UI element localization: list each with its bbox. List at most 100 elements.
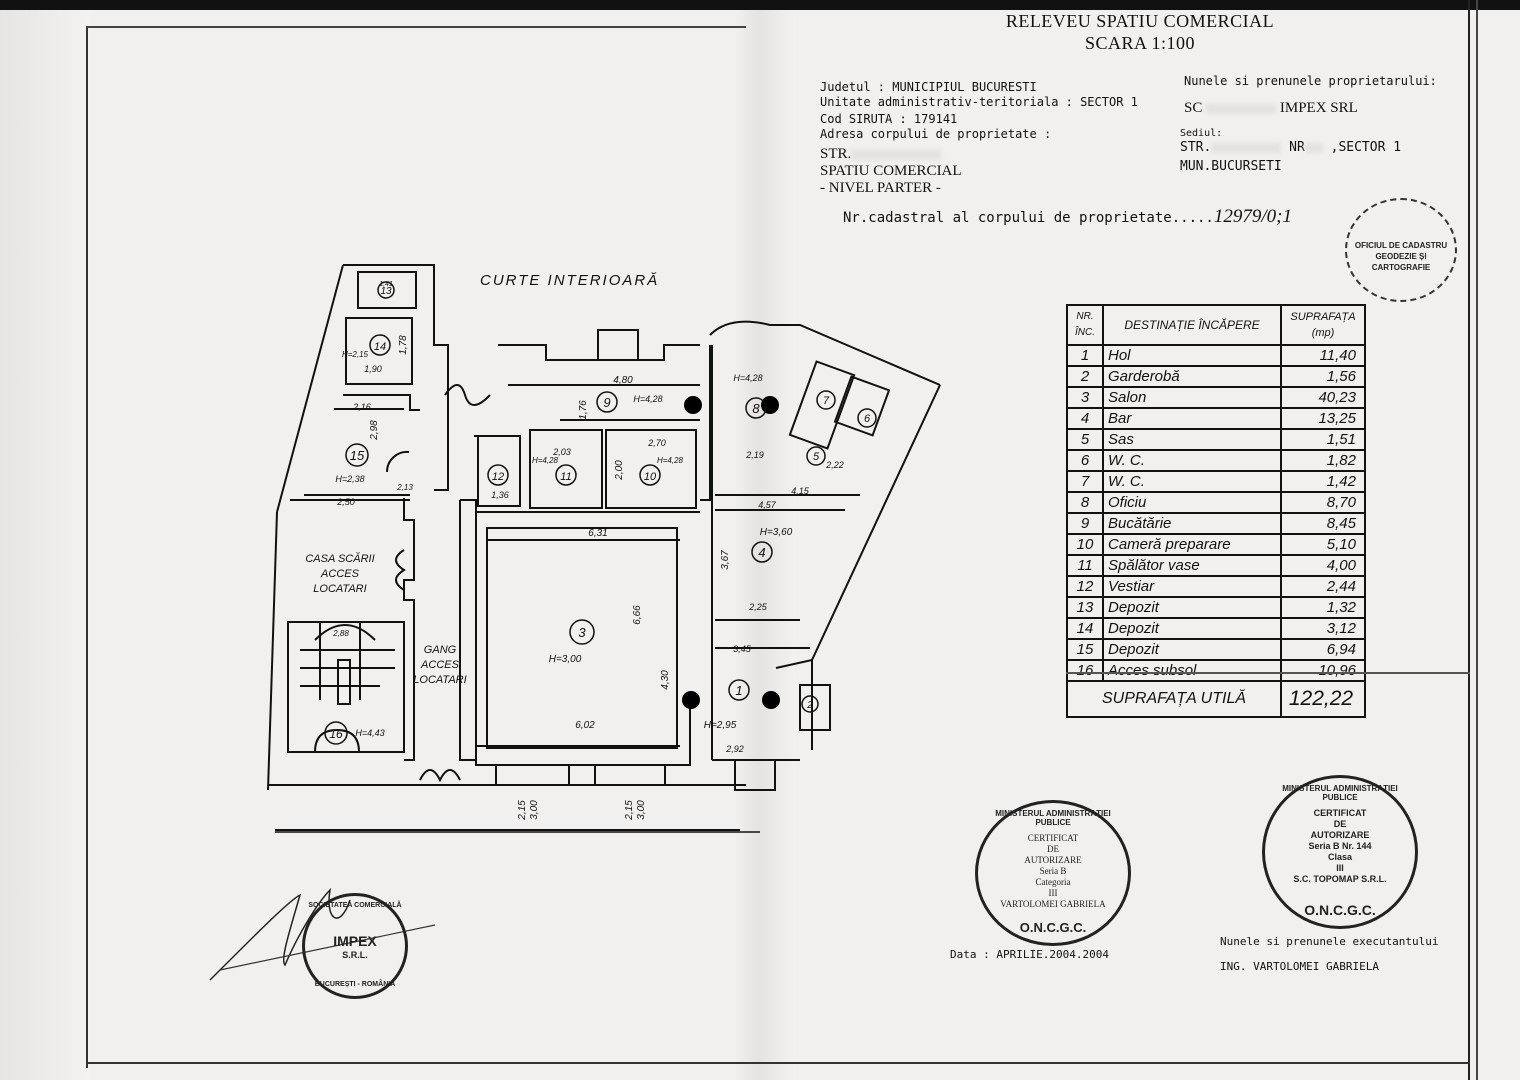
courtyard-label: CURTE INTERIOARĂ <box>480 272 660 289</box>
svg-text:10: 10 <box>644 471 657 483</box>
svg-text:6,02: 6,02 <box>575 720 595 731</box>
divider <box>1066 672 1470 674</box>
siruta: Cod SIRUTA : 179141 <box>820 112 958 126</box>
floor-level: - NIVEL PARTER - <box>820 180 941 196</box>
document-scale: SCARA 1:100 <box>1084 33 1196 53</box>
passage-label: GANG ACCES LOCATARI <box>413 644 467 686</box>
svg-text:H=4,28: H=4,28 <box>657 456 684 465</box>
cadastre-stamp: OFICIUL DE CADASTRU GEODEZIE ȘI CARTOGRA… <box>1345 198 1457 302</box>
svg-text:6: 6 <box>864 413 871 425</box>
svg-text:15: 15 <box>350 448 365 463</box>
sediu-label: Sediul: <box>1180 128 1223 139</box>
svg-text:2,16: 2,16 <box>352 402 371 412</box>
redacted-text <box>851 149 942 160</box>
svg-text:2,19: 2,19 <box>745 450 764 460</box>
svg-text:4,57: 4,57 <box>758 500 777 510</box>
ministry-stamp-right: MINISTERUL ADMINISTRAȚIEI PUBLICE CERTIF… <box>1262 775 1418 929</box>
svg-text:9: 9 <box>603 395 610 410</box>
svg-text:16: 16 <box>329 727 343 741</box>
svg-text:4,30: 4,30 <box>660 670 671 690</box>
adresa-label: Adresa corpului de proprietate : <box>820 127 1052 141</box>
svg-text:1,90: 1,90 <box>364 364 382 374</box>
svg-text:13: 13 <box>380 286 392 297</box>
address-block: STR. SPATIU COMERCIAL - NIVEL PARTER - <box>820 146 962 197</box>
svg-text:3,00: 3,00 <box>529 800 540 820</box>
svg-text:3,45: 3,45 <box>733 644 752 654</box>
space-type: SPATIU COMERCIAL <box>820 163 962 179</box>
svg-text:3,00: 3,00 <box>636 800 647 820</box>
location-block: Judetul : MUNICIPIUL BUCURESTI Unitate a… <box>820 80 1138 142</box>
svg-text:H=4,28: H=4,28 <box>733 373 762 383</box>
svg-text:6,31: 6,31 <box>588 528 607 539</box>
header-nr: NR. ÎNC. <box>1066 304 1104 346</box>
table-header-row: NR. ÎNC. DESTINAȚIE ÎNCĂPERE SUPRAFAȚA (… <box>1066 304 1366 346</box>
ministry-stamp-left: MINISTERUL ADMINISTRAȚIEI PUBLICE CERTIF… <box>975 800 1131 946</box>
svg-text:5: 5 <box>813 451 820 463</box>
redacted-text <box>1206 103 1277 114</box>
svg-text:4,15: 4,15 <box>791 486 810 496</box>
scan-edge <box>0 0 1520 10</box>
executor-name: ING. VARTOLOMEI GABRIELA <box>1220 960 1379 973</box>
svg-text:1,76: 1,76 <box>578 400 589 420</box>
judet: Judetul : MUNICIPIUL BUCURESTI <box>820 80 1037 94</box>
redacted-text <box>1211 142 1282 153</box>
page-fold <box>735 0 795 1080</box>
cadastral-number: Nr.cadastral al corpului de proprietate.… <box>843 206 1292 227</box>
svg-text:H=4,28: H=4,28 <box>532 456 559 465</box>
svg-text:2: 2 <box>806 700 813 711</box>
svg-text:2,70: 2,70 <box>647 438 666 448</box>
svg-text:8: 8 <box>752 401 760 416</box>
svg-text:2,13: 2,13 <box>396 483 413 492</box>
total-value: 122,22 <box>1280 680 1366 718</box>
sediu-address: STR. NR ,SECTOR 1 <box>1180 140 1402 155</box>
svg-text:14: 14 <box>374 341 386 353</box>
svg-text:1,36: 1,36 <box>491 490 509 500</box>
svg-text:1,41: 1,41 <box>379 281 393 288</box>
header-supr: SUPRAFAȚA (mp) <box>1280 304 1366 346</box>
svg-text:2,22: 2,22 <box>825 460 844 470</box>
executor-label: Nunele si prenunele executantului <box>1220 935 1439 948</box>
date-label: Data : APRILIE.2004.2004 <box>950 948 1109 961</box>
svg-text:2,03: 2,03 <box>552 447 571 457</box>
svg-text:4: 4 <box>758 545 765 560</box>
frame-line <box>1476 0 1478 1080</box>
page-shadow <box>0 0 90 1080</box>
svg-text:2,00: 2,00 <box>614 460 625 481</box>
svg-text:6,66: 6,66 <box>632 605 643 625</box>
frame-line <box>86 26 746 28</box>
svg-text:H=4,43: H=4,43 <box>355 728 384 738</box>
svg-text:H=3,60: H=3,60 <box>760 527 793 538</box>
uat: Unitate administrativ-teritoriala : SECT… <box>820 95 1138 109</box>
svg-text:11: 11 <box>560 471 571 483</box>
svg-text:2,92: 2,92 <box>725 744 744 754</box>
svg-text:H=2,38: H=2,38 <box>335 474 364 484</box>
stairwell-label: CASA SCĂRII ACCES LOCATARI <box>305 553 375 595</box>
svg-text:1: 1 <box>735 683 742 698</box>
wall <box>343 264 449 491</box>
address-street: STR. <box>820 146 962 163</box>
room-schedule-table: NR. ÎNC. DESTINAȚIE ÎNCĂPERE SUPRAFAȚA (… <box>1066 304 1366 718</box>
redacted-text <box>1304 142 1323 153</box>
svg-text:3,67: 3,67 <box>720 550 731 570</box>
svg-text:2,50: 2,50 <box>336 497 355 507</box>
svg-text:H=3,00: H=3,00 <box>549 654 582 665</box>
svg-text:H=2,15: H=2,15 <box>342 350 369 359</box>
owner-name: SC IMPEX SRL <box>1184 100 1358 116</box>
svg-text:H=2,95: H=2,95 <box>704 720 737 731</box>
